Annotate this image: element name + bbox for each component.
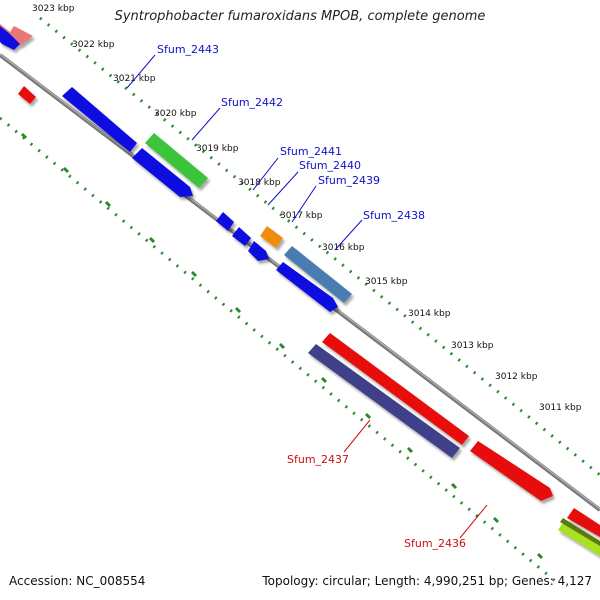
tick-label: 3023 kbp [32, 4, 75, 14]
gene-label-sfum-2437[interactable]: Sfum_2437 [287, 453, 349, 466]
gene-arrow[interactable] [248, 241, 269, 261]
gene-arrow[interactable] [260, 226, 283, 248]
gene-arrow[interactable] [560, 518, 600, 546]
ruler-major-ticks [20, 132, 544, 560]
gene-arrow[interactable] [284, 246, 352, 303]
topology-summary: Topology: circular; Length: 4,990,251 bp… [262, 574, 592, 588]
tick-label: 3015 kbp [365, 277, 408, 287]
gene-label-sfum-2442[interactable]: Sfum_2442 [221, 96, 283, 109]
tick-label: 3019 kbp [196, 144, 239, 154]
gene-label-sfum-2438[interactable]: Sfum_2438 [363, 209, 425, 222]
gene-arrow[interactable] [62, 87, 137, 152]
gene-label-sfum-2439[interactable]: Sfum_2439 [318, 174, 380, 187]
accession-text: Accession: NC_008554 [9, 574, 146, 588]
tick-label: 3022 kbp [72, 40, 115, 50]
outer-ruler-line [39, 16, 600, 477]
tick-label: 3011 kbp [539, 403, 582, 413]
gene-arrow[interactable] [558, 520, 600, 556]
gene-label-sfum-2443[interactable]: Sfum_2443 [157, 43, 219, 56]
gene-arrow[interactable] [322, 333, 469, 445]
label-leader-lines [126, 54, 488, 539]
tick-label: 3017 kbp [280, 211, 323, 221]
gene-arrow[interactable] [0, 26, 20, 50]
inner-ruler-line [0, 116, 561, 587]
gene-label-sfum-2436[interactable]: Sfum_2436 [404, 537, 466, 550]
gene-label-sfum-2440[interactable]: Sfum_2440 [299, 159, 361, 172]
tick-label: 3013 kbp [451, 341, 494, 351]
gene-arrow[interactable] [308, 344, 460, 458]
gene-arrow[interactable] [232, 227, 251, 246]
tick-label: 3020 kbp [154, 109, 197, 119]
map-title: Syntrophobacter fumaroxidans MPOB, compl… [114, 9, 486, 24]
gene-label-sfum-2441[interactable]: Sfum_2441 [280, 145, 342, 158]
tick-label: 3018 kbp [238, 178, 281, 188]
gene-arrow[interactable] [567, 508, 600, 537]
tick-label: 3012 kbp [495, 372, 538, 382]
gene-arrow[interactable] [470, 441, 553, 501]
gene-arrow[interactable] [276, 262, 338, 312]
gene-arrow[interactable] [18, 86, 36, 104]
tick-label: 3016 kbp [322, 243, 365, 253]
gene-arrow[interactable] [0, 24, 33, 46]
gene-arrow[interactable] [145, 133, 208, 188]
gene-arrow[interactable] [216, 212, 234, 231]
tick-label: 3014 kbp [408, 309, 451, 319]
gene-arrow[interactable] [132, 148, 193, 197]
